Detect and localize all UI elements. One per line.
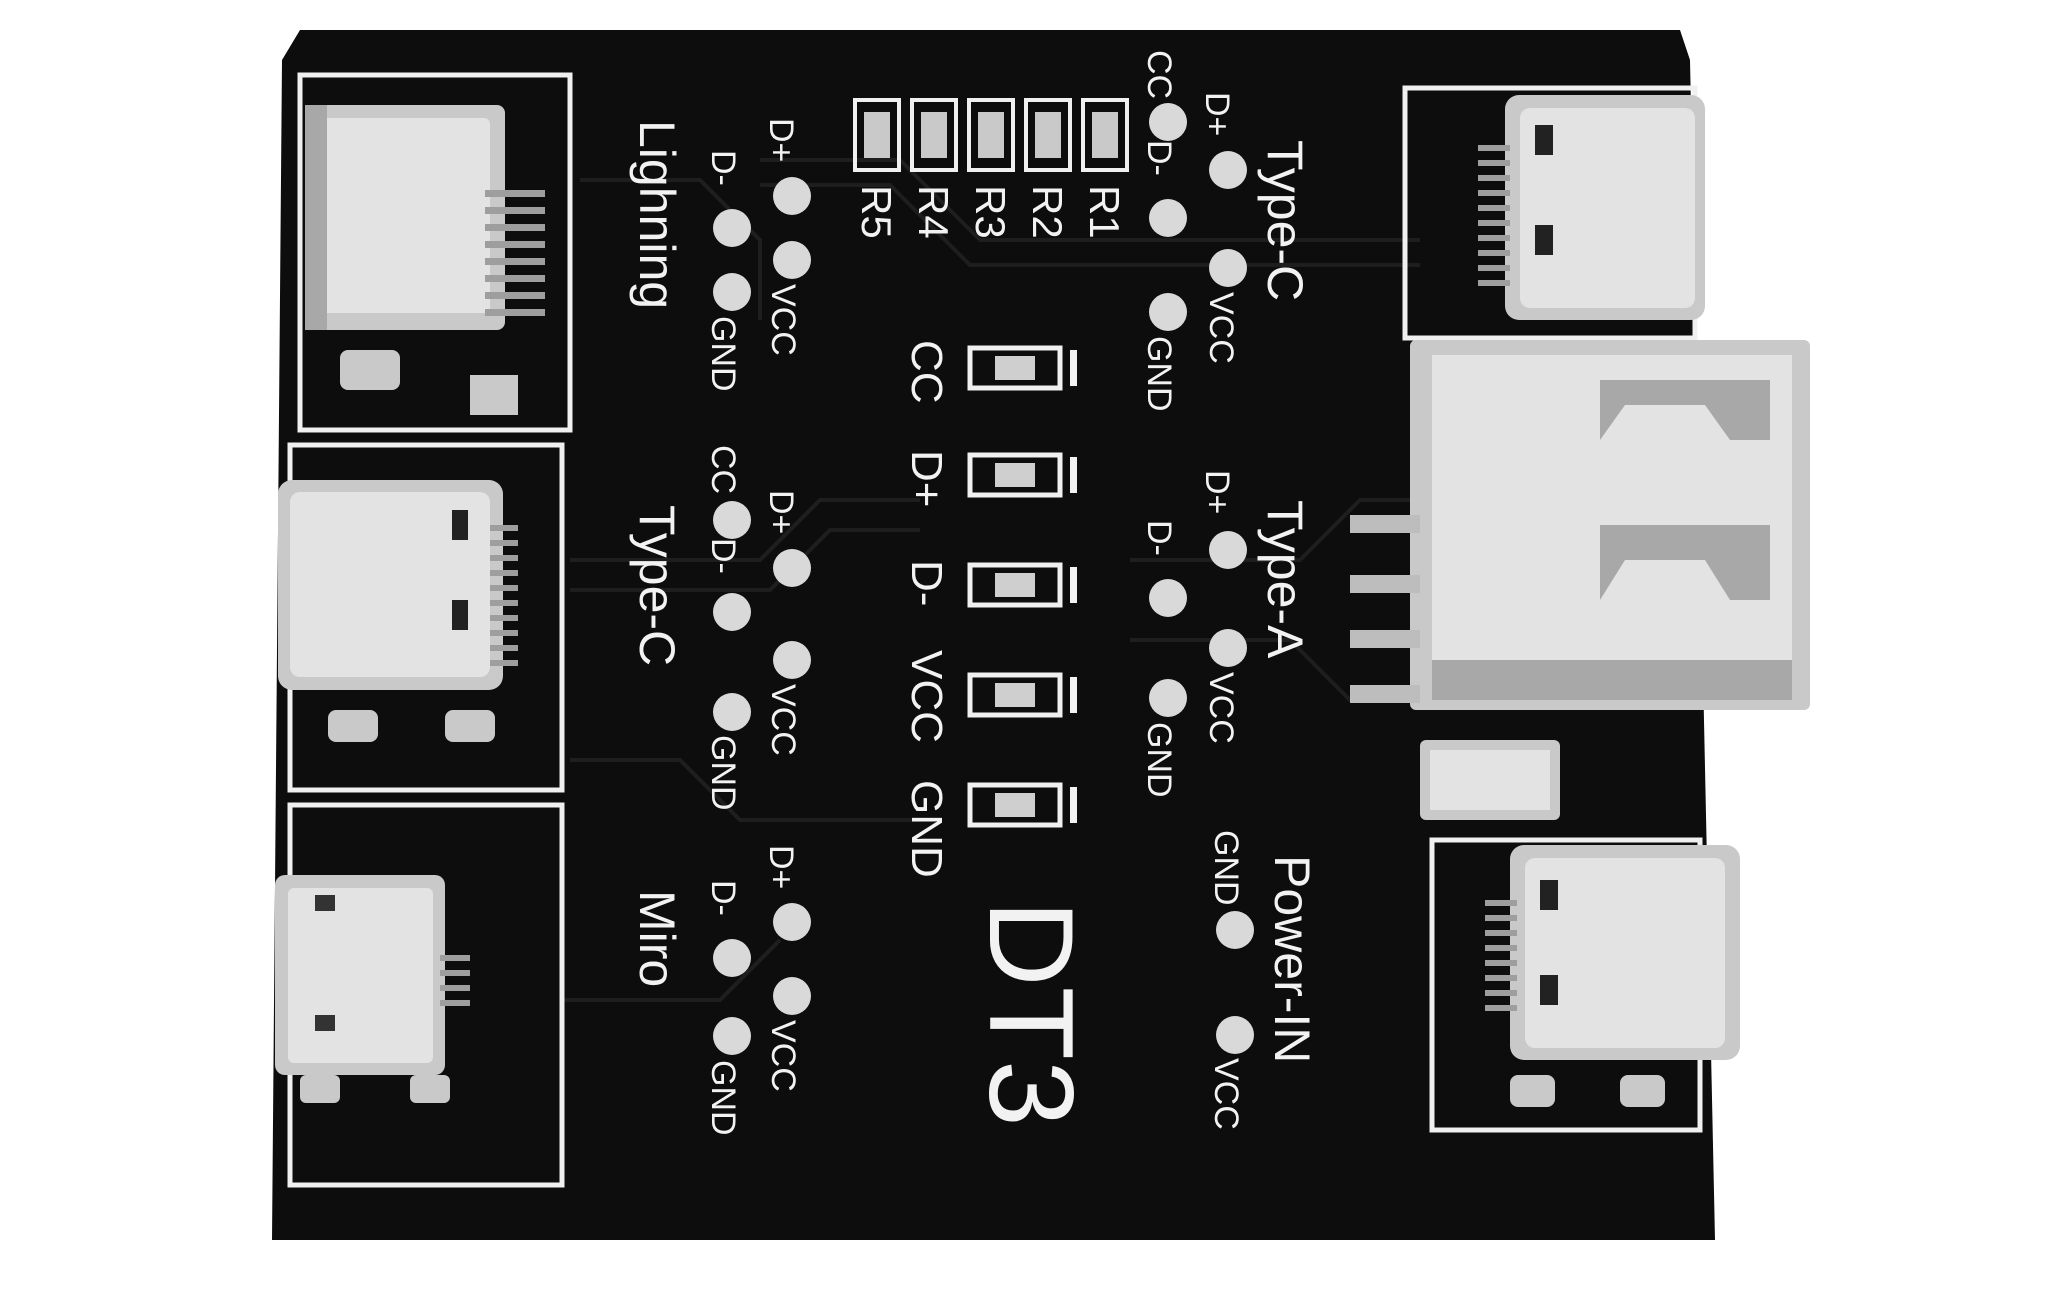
port-name-right-type-c: Type-C (1257, 140, 1313, 301)
led-gnd (967, 782, 1077, 828)
led-label-gnd: GND (902, 780, 951, 878)
pin-label: VCC (764, 684, 802, 756)
pin-label: D+ (762, 490, 800, 534)
pin-label: GND (1140, 336, 1178, 412)
lightning-connector (305, 105, 545, 415)
port-names: Lighning Type-C Miro Type-C Type-A Power… (629, 120, 1320, 1063)
board-model-label: DT3 (964, 900, 1098, 1127)
pin-label: D+ (1198, 92, 1236, 136)
pin-label: D+ (1198, 470, 1236, 514)
pin-label: VCC (1207, 1058, 1245, 1130)
pin-label: D- (704, 880, 742, 916)
pin-label: VCC (764, 284, 802, 356)
pin-label: CC (704, 445, 742, 494)
led-dplus (967, 452, 1077, 498)
pin-label: D+ (762, 118, 800, 162)
port-name-miro: Miro (629, 890, 685, 987)
pin-label: D+ (762, 845, 800, 889)
label-r3: R3 (967, 185, 1014, 239)
pin-label: GND (704, 735, 742, 811)
right-type-c-connector-top (1478, 95, 1705, 320)
pin-label: GND (704, 1060, 742, 1136)
resistor-r1 (1081, 98, 1129, 172)
label-r5: R5 (853, 185, 900, 239)
port-name-type-a: Type-A (1257, 500, 1313, 659)
label-r2: R2 (1024, 185, 1071, 239)
led-label-dplus: D+ (902, 450, 951, 507)
pin-label: D- (1140, 520, 1178, 556)
pin-label: D- (704, 150, 742, 186)
led-labels: CC D+ D- VCC GND (902, 340, 951, 878)
pin-label: VCC (764, 1020, 802, 1092)
pin-label: VCC (1202, 292, 1240, 364)
port-name-lightning: Lighning (629, 120, 685, 309)
pin-label: D- (704, 538, 742, 574)
label-r4: R4 (910, 185, 957, 239)
resistor-r4 (910, 98, 958, 172)
led-indicators (967, 345, 1077, 828)
led-label-dminus: D- (902, 560, 951, 606)
led-cc (967, 345, 1077, 391)
usb-type-a-connector (1350, 340, 1810, 820)
pin-labels: D+ D- VCC GND CC D+ D- VCC GND D+ D- VCC… (704, 50, 1245, 1136)
micro-usb-connector (275, 875, 470, 1103)
resistor-array (853, 98, 1129, 172)
led-label-cc: CC (902, 340, 951, 404)
pin-label: D- (1140, 140, 1178, 176)
pin-label: GND (1140, 722, 1178, 798)
pin-label: GND (1207, 830, 1245, 906)
pin-label: CC (1140, 50, 1178, 99)
pcb-board (272, 30, 1715, 1240)
left-type-c-connector (278, 480, 518, 742)
resistor-r5 (853, 98, 901, 172)
led-label-vcc: VCC (902, 650, 951, 743)
resistor-labels: R1 R2 R3 R4 R5 (853, 185, 1128, 239)
resistor-r3 (967, 98, 1015, 172)
label-r1: R1 (1081, 185, 1128, 239)
test-pads (713, 103, 1254, 1055)
pin-label: VCC (1202, 672, 1240, 744)
right-type-c-connector-bottom (1485, 845, 1740, 1107)
pin-label: GND (704, 316, 742, 392)
resistor-r2 (1024, 98, 1072, 172)
led-dminus (967, 562, 1077, 608)
port-name-power-in: Power-IN (1264, 855, 1320, 1063)
led-vcc (967, 672, 1077, 718)
port-name-left-type-c: Type-C (629, 505, 685, 666)
